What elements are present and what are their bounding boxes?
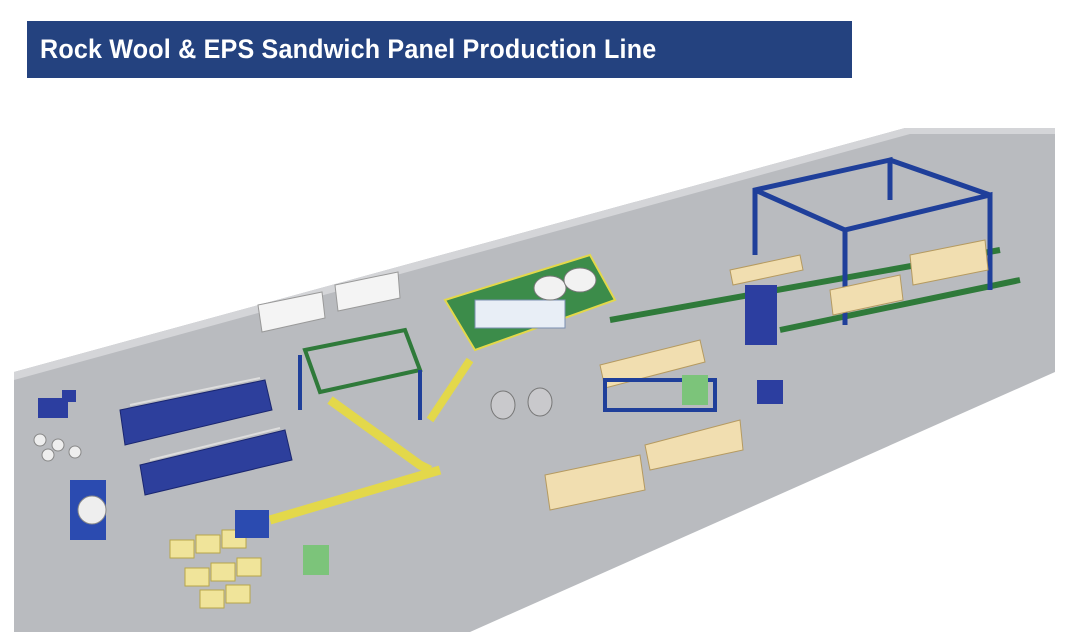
eps-panel-stacks-back — [257, 271, 401, 333]
forklift-left — [38, 390, 76, 418]
factory-floor — [14, 128, 1055, 632]
coil-rolls — [33, 433, 82, 462]
green-feeding-frame — [298, 327, 423, 420]
title-banner: Rock Wool & EPS Sandwich Panel Productio… — [27, 21, 852, 78]
rock-wool-blocks — [169, 529, 262, 609]
gantry-crane — [752, 156, 993, 325]
forklift-bottom — [303, 545, 329, 575]
forklift-center — [682, 375, 708, 405]
decoiler-left — [70, 480, 107, 540]
conveyor-l-shaped — [268, 396, 442, 525]
page-title: Rock Wool & EPS Sandwich Panel Productio… — [40, 34, 657, 64]
finished-panel-stacks — [544, 239, 989, 511]
main-laminating-line — [426, 253, 617, 423]
packing-station — [603, 285, 777, 412]
forklift-right — [757, 380, 783, 404]
chemical-tanks — [490, 387, 553, 420]
rock-wool-curing-lines — [119, 377, 293, 496]
cutting-station — [235, 510, 269, 538]
